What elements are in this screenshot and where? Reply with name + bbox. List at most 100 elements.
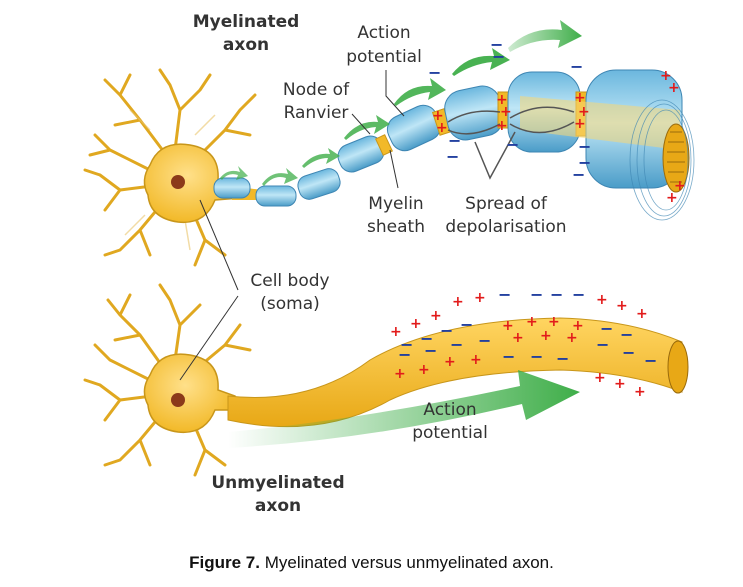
- negative-charge: −: [622, 343, 635, 362]
- spread-label-2: depolarisation: [445, 217, 566, 237]
- positive-charge: +: [596, 292, 608, 308]
- negative-charge: −: [424, 341, 437, 360]
- positive-charge: +: [566, 330, 578, 346]
- negative-charge: −: [428, 63, 441, 82]
- positive-charge: +: [500, 104, 512, 120]
- action-potential-arrow: [228, 370, 580, 448]
- negative-charge: −: [530, 285, 543, 304]
- positive-charge: +: [418, 362, 430, 378]
- negative-charge: −: [478, 331, 491, 350]
- leader-lines: [179, 70, 405, 381]
- negative-charge: −: [572, 165, 585, 184]
- nucleus-top: [171, 175, 185, 189]
- axon-cut-end-bottom: [667, 340, 689, 394]
- negative-charge: −: [578, 137, 591, 156]
- positive-charge: +: [526, 314, 538, 330]
- spread-label-1: Spread of: [465, 194, 548, 214]
- positive-charge: +: [502, 318, 514, 334]
- positive-charge: +: [614, 376, 626, 392]
- negative-charge: −: [446, 147, 459, 166]
- myelin-sheath-label-1: Myelin: [368, 194, 423, 214]
- positive-charge: +: [474, 290, 486, 306]
- positive-charge: +: [548, 314, 560, 330]
- node-of-ranvier: [375, 134, 393, 156]
- unmyelinated-charges: + + + + + − − − − + + + − − − − + + + + …: [390, 285, 657, 400]
- negative-charge: −: [502, 347, 515, 366]
- positive-charge: +: [432, 108, 444, 124]
- negative-charge: −: [530, 347, 543, 366]
- positive-charge: +: [540, 328, 552, 344]
- positive-charge: +: [452, 294, 464, 310]
- positive-charge: +: [394, 366, 406, 382]
- nucleus-bottom: [171, 393, 185, 407]
- positive-charge: +: [634, 384, 646, 400]
- negative-charge: −: [448, 131, 461, 150]
- negative-charge: −: [620, 325, 633, 344]
- action-potential-top-label-2: potential: [346, 47, 422, 67]
- positive-charge: +: [574, 116, 586, 132]
- positive-charge: +: [410, 316, 422, 332]
- negative-charge: −: [506, 135, 519, 154]
- cell-body-top: [143, 143, 241, 224]
- cell-body-label-2: (soma): [260, 294, 320, 314]
- positive-charge: +: [574, 90, 586, 106]
- neuron-diagram: − − − − + + + + + + + + − − − − − − + + …: [83, 12, 695, 516]
- positive-charge: +: [594, 370, 606, 386]
- myelinated-charges: − − − − + + + + + + + + − − − − − − + + …: [428, 35, 686, 206]
- positive-charge: +: [636, 306, 648, 322]
- negative-charge: −: [492, 47, 505, 66]
- figure-caption-text: Myelinated versus unmyelinated axon.: [264, 553, 554, 572]
- depolarisation-arrows: [447, 106, 575, 180]
- negative-charge: −: [498, 285, 511, 304]
- unmyelinated-neuron: [83, 283, 689, 477]
- node-of-ranvier-label-2: Ranvier: [284, 103, 349, 123]
- negative-charge: −: [596, 335, 609, 354]
- myelinated-axon-label-1: Myelinated: [193, 12, 300, 32]
- myelinated-neuron: [83, 68, 262, 267]
- positive-charge: +: [674, 178, 686, 194]
- negative-charge: −: [570, 57, 583, 76]
- positive-charge: +: [496, 118, 508, 134]
- myelin-segment: [213, 177, 251, 199]
- negative-charge: −: [400, 335, 413, 354]
- cell-body-bottom: [143, 353, 236, 434]
- cell-body-label-1: Cell body: [250, 271, 329, 291]
- positive-charge: +: [496, 92, 508, 108]
- negative-charge: −: [550, 285, 563, 304]
- positive-charge: +: [668, 80, 680, 96]
- unmyelinated-axon: [227, 317, 683, 428]
- figure-number: Figure 7.: [189, 553, 260, 572]
- positive-charge: +: [436, 120, 448, 136]
- unmyelinated-axon-label-1: Unmyelinated: [211, 473, 344, 493]
- negative-charge: −: [600, 319, 613, 338]
- positive-charge: +: [666, 190, 678, 206]
- myelin-segment: [297, 168, 341, 200]
- negative-charge: −: [572, 285, 585, 304]
- negative-charge: −: [440, 321, 453, 340]
- positive-charge: +: [578, 104, 590, 120]
- positive-charge: +: [430, 308, 442, 324]
- action-potential-top-label-1: Action: [357, 23, 410, 43]
- myelin-sheath-label-2: sheath: [367, 217, 425, 237]
- negative-charge: −: [490, 35, 503, 54]
- negative-charge: −: [556, 349, 569, 368]
- labels: Myelinated axon Action potential Node of…: [193, 12, 567, 516]
- positive-charge: +: [470, 352, 482, 368]
- negative-charge: −: [644, 351, 657, 370]
- myelin-segment: [255, 185, 297, 207]
- negative-charge: −: [578, 153, 591, 172]
- positive-charge: +: [512, 330, 524, 346]
- positive-charge: +: [572, 318, 584, 334]
- figure-caption: Figure 7. Myelinated versus unmyelinated…: [0, 553, 743, 573]
- myelinated-axon-label-2: axon: [223, 35, 269, 55]
- action-potential-bottom-label-2: potential: [412, 423, 488, 443]
- negative-charge: −: [420, 329, 433, 348]
- myelinated-axon: [213, 69, 695, 221]
- negative-charge: −: [398, 345, 411, 364]
- node-of-ranvier-label-1: Node of: [283, 80, 350, 100]
- axon-cut-end: [662, 123, 690, 193]
- unmyelinated-axon-label-2: axon: [255, 496, 301, 516]
- action-potential-bottom-label-1: Action: [423, 400, 476, 420]
- positive-charge: +: [444, 354, 456, 370]
- negative-charge: −: [460, 315, 473, 334]
